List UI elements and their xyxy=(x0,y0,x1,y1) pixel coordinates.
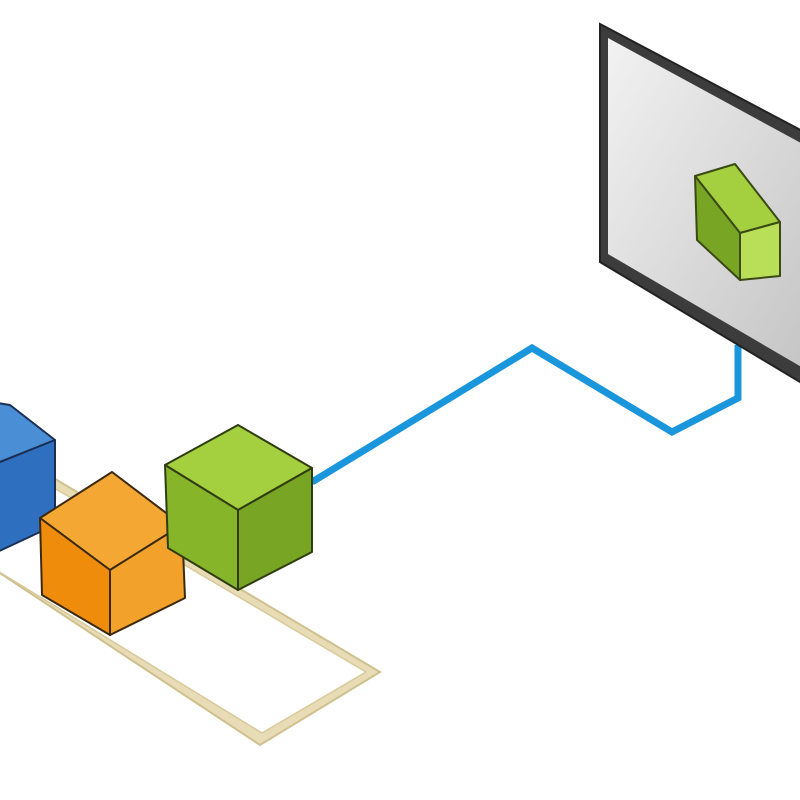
network-cable xyxy=(310,343,742,485)
green-cube-side xyxy=(237,467,313,591)
monitor xyxy=(599,22,800,384)
orange-cube xyxy=(39,471,186,636)
screen-box-front xyxy=(739,221,781,281)
screen-green-box xyxy=(694,163,781,281)
green-cube xyxy=(164,424,313,591)
orange-cube-side xyxy=(109,524,186,636)
